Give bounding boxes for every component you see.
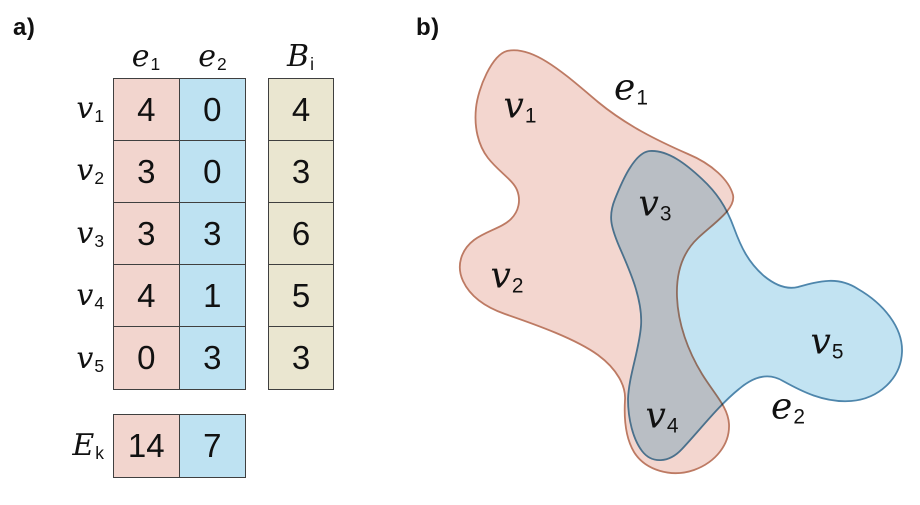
subscript: 1 (150, 54, 161, 75)
table-cell-v4-e2: 1 (179, 265, 245, 327)
table-cell-b1: 4 (269, 79, 333, 141)
table-cell-v1-e1: 4 (114, 79, 180, 141)
row-label-v1: v1 (76, 91, 104, 127)
table-cell-v4-e1: 4 (114, 265, 180, 327)
table-cell-b2: 3 (269, 141, 333, 203)
math-symbol: B (287, 39, 310, 74)
edge-label-e1: e1 (614, 67, 648, 110)
row-label-v5: v5 (76, 341, 104, 377)
table-cell-b5: 3 (269, 327, 333, 389)
vertex-label-v1: v1 (503, 85, 537, 128)
math-symbol: e (198, 39, 217, 74)
table-cell-ek-e1: 14 (114, 415, 180, 477)
table-cell-v2-e2: 0 (179, 141, 245, 203)
hypergraph-drawing (459, 49, 903, 474)
table-cell-v5-e2: 3 (179, 327, 245, 389)
subscript: i (310, 54, 314, 75)
col-header-e2: e2 (180, 26, 245, 75)
row-label-ek: Ek (72, 428, 104, 464)
table-cell-v5-e1: 0 (114, 327, 180, 389)
table-cell-v3-e1: 3 (114, 203, 180, 265)
col-header-bi: Bi (268, 26, 333, 75)
row-label-v4: v4 (76, 278, 104, 314)
table-cell-v3-e2: 3 (179, 203, 245, 265)
subscript: 2 (217, 54, 227, 75)
row-label-v3: v3 (76, 216, 104, 252)
table-cell-v2-e1: 3 (114, 141, 180, 203)
col-header-e1: e1 (113, 26, 179, 75)
table-cell-b4: 5 (269, 265, 333, 327)
hyperedge-e2-blob (610, 150, 903, 462)
math-symbol: e (131, 39, 150, 74)
edge-label-e2: e2 (771, 386, 805, 429)
vertex-label-v2: v2 (490, 255, 524, 298)
panel-a-label: a) (13, 14, 36, 41)
table-cell-v1-e2: 0 (179, 79, 245, 141)
bi-column: 4 3 6 5 3 (268, 78, 334, 390)
panel-b-label: b) (416, 14, 440, 41)
vertex-label-v3: v3 (638, 183, 672, 226)
row-label-v2: v2 (76, 153, 104, 189)
incidence-table: 4 0 3 0 3 3 4 1 0 3 (113, 78, 246, 390)
table-cell-ek-e2: 7 (179, 415, 245, 477)
totals-table: 14 7 (113, 414, 246, 478)
vertex-label-v5: v5 (810, 321, 844, 364)
vertex-label-v4: v4 (645, 395, 679, 438)
table-cell-b3: 6 (269, 203, 333, 265)
